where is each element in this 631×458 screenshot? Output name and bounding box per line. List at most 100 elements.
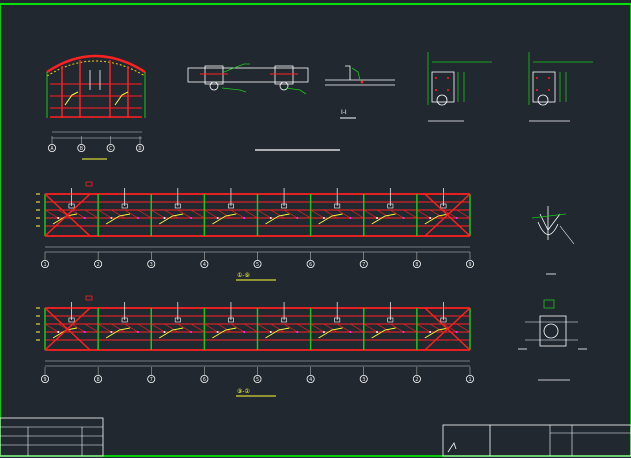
web-member [151,209,165,219]
node-plate [174,203,181,209]
axis-label: 8 [97,377,100,383]
web-member [230,323,245,333]
revision-table [0,417,104,457]
brace-member [424,327,449,339]
node-plate [68,317,75,323]
web-member [137,323,152,333]
web-member [363,209,378,219]
axis-label: A [50,146,53,152]
node-dot [136,331,139,333]
axis-bubble [147,374,156,383]
node-plate [334,203,341,209]
brace-member [105,213,131,225]
node-dot [429,217,432,219]
axis-bubble [77,143,86,152]
node-plate [440,203,447,209]
brace-member [52,213,77,225]
node-dot [296,217,299,219]
node-dot [455,331,458,333]
node-dot [83,331,86,333]
axis-bubble [200,374,209,383]
axis-bubble [253,374,262,383]
axis-label: 9 [468,262,471,268]
axis-bubble [94,374,103,383]
node-plate [227,317,234,323]
axis-label: 6 [203,377,206,383]
web-member [390,323,404,333]
axis-label: 3 [150,262,153,268]
title-block [442,424,631,457]
node-plate [387,203,394,209]
node-dot [402,217,405,219]
axis-bubble [41,259,50,268]
node-dot [349,331,352,333]
axis-bubble [135,143,144,152]
web-member [71,209,86,219]
node-plate [121,317,128,323]
web-member [111,209,125,219]
web-member [390,209,404,219]
node-plate [281,317,288,323]
axis-bubble [253,259,262,268]
web-member [403,209,418,219]
elevation-2-title: ⑨-① [237,388,250,395]
web-member [257,209,271,219]
brace-member [105,327,131,339]
web-member [403,323,418,333]
web-member [283,323,298,333]
axis-label: 4 [309,377,312,383]
web-member [429,209,444,219]
web-member [151,323,165,333]
web-member [429,323,444,333]
web-member [164,209,178,219]
end-diagonal [424,307,471,351]
brace-member [158,213,184,225]
axis-label: B [80,146,83,152]
web-member [204,323,218,333]
node-plate [387,317,394,323]
web-member [310,209,325,219]
node-dot [216,331,219,333]
web-member [217,323,232,333]
truss-elevation-2 [36,295,471,367]
axis-label: 3 [362,377,365,383]
web-member [190,323,205,333]
node-dot [376,331,379,333]
axis-label: 2 [415,377,418,383]
web-member [337,209,351,219]
axis-label: 6 [309,262,312,268]
web-member [456,209,471,219]
node-dot [110,331,113,333]
node-dot [455,217,458,219]
axis-bubble [106,143,115,152]
web-member [350,323,364,333]
axis-bubble [200,259,209,268]
brace-member [265,213,290,225]
web-member [456,323,471,333]
node-dot [402,331,405,333]
web-member [164,323,178,333]
axis-label: 1 [468,377,471,383]
web-member [416,209,431,219]
node-dot [322,217,325,219]
node-plate [334,317,341,323]
web-member [244,323,258,333]
marker-tag [85,181,93,187]
axis-bubble [359,259,368,268]
axis-label: D [138,146,141,152]
web-member [323,323,338,333]
node-dot [429,331,432,333]
axis-bubble [94,259,103,268]
node-dot [136,217,139,219]
node-plate [227,203,234,209]
brace-member [212,327,237,339]
axis-bubble [412,374,421,383]
elevation-1-title: ①-⑨ [237,272,250,279]
web-member [44,323,59,333]
truss-elevation-1 [36,181,471,253]
